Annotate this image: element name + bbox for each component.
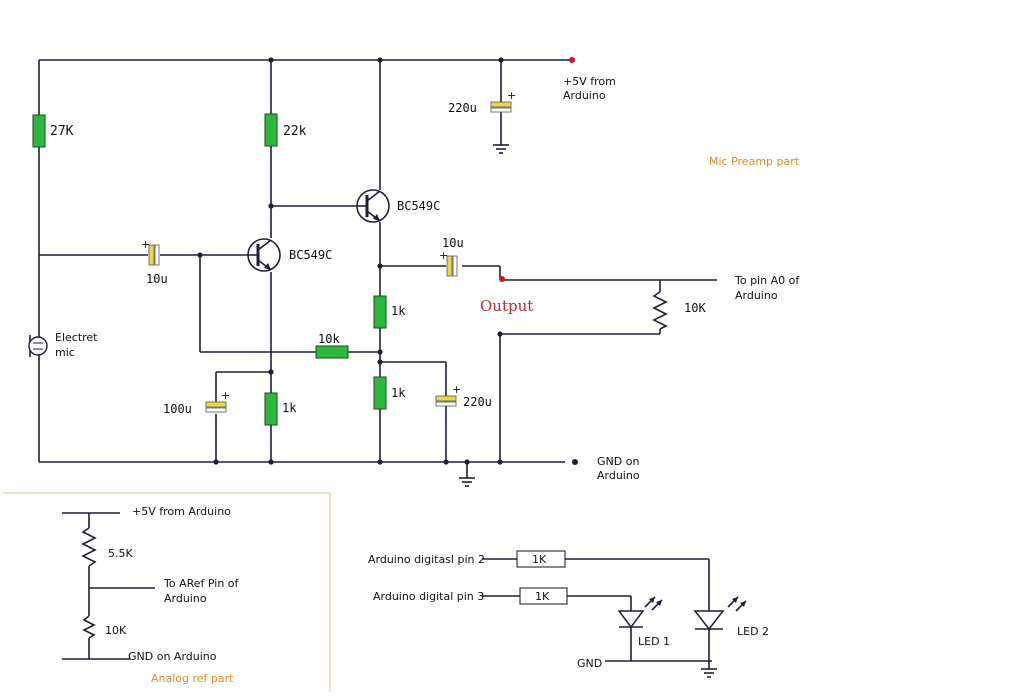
label-a0-line1: To pin A0 of xyxy=(734,274,800,287)
label-cap-100u: 100u xyxy=(163,402,192,416)
label-mic-line1: Electret xyxy=(55,331,98,344)
cap-bypass-220u: + xyxy=(435,383,461,407)
cap-supply-220u: + xyxy=(490,89,516,113)
preamp-wires xyxy=(38,59,717,487)
r-q1-emitter-1k xyxy=(264,392,278,426)
svg-text:+: + xyxy=(507,89,516,102)
label-r-q1-emitter: 1k xyxy=(282,401,297,415)
led-1 xyxy=(617,596,663,629)
label-r-q2-emitter: 1k xyxy=(391,304,406,318)
r-q2-emitter-1k xyxy=(373,295,387,329)
label-vcc-line1: +5V from xyxy=(563,75,616,88)
led-gnd-label: GND xyxy=(577,657,602,670)
r-lower-1k xyxy=(373,376,387,410)
label-cap-input: 10u xyxy=(146,272,168,286)
label-gnd-line1: GND on xyxy=(597,455,639,468)
transistor-q2 xyxy=(356,189,390,223)
cap-output-10u: + xyxy=(439,249,458,277)
r-22k xyxy=(264,113,278,147)
label-cap-output: 10u xyxy=(442,236,464,250)
led-wires xyxy=(482,558,717,678)
aref-r-top-label: 5.5K xyxy=(108,547,133,560)
electret-mic xyxy=(28,335,48,357)
led-pin2-label: Arduino digitasl pin 2 xyxy=(368,553,485,566)
aref-wires xyxy=(62,512,155,660)
label-vcc-line2: Arduino xyxy=(563,89,606,102)
svg-text:+: + xyxy=(221,389,230,402)
led-r2 xyxy=(519,587,568,605)
label-a0-line2: Arduino xyxy=(735,289,778,302)
aref-vcc-label: +5V from Arduino xyxy=(132,505,231,518)
cap-input-10u: + xyxy=(141,238,160,266)
aref-pin-label-line1: To ARef Pin of xyxy=(163,577,240,590)
label-q2: BC549C xyxy=(397,199,440,213)
led-pin3-label: Arduino digital pin 3 xyxy=(373,590,484,603)
svg-text:+: + xyxy=(141,238,150,251)
aref-gnd-label: GND on Arduino xyxy=(128,650,217,663)
label-q1: BC549C xyxy=(289,248,332,262)
aref-pin-label-line2: Arduino xyxy=(164,592,207,605)
led2-label: LED 2 xyxy=(737,625,769,638)
svg-text:+: + xyxy=(452,383,461,396)
led-r1-label: 1K xyxy=(532,553,547,566)
led1-label: LED 1 xyxy=(638,635,670,648)
cap-bypass-100u: + xyxy=(205,389,230,413)
label-r-feedback: 10k xyxy=(318,332,340,346)
aref-frame xyxy=(3,492,331,692)
led-2 xyxy=(693,596,747,631)
label-r-27k: 27K xyxy=(50,124,74,139)
led-r2-label: 1K xyxy=(535,590,550,603)
r-feedback-10k xyxy=(315,345,349,359)
led-r1 xyxy=(516,550,566,568)
label-output: Output xyxy=(480,297,533,315)
label-r-load: 10K xyxy=(684,301,706,315)
svg-text:+: + xyxy=(439,249,448,262)
transistor-q1 xyxy=(247,238,281,272)
label-r-lower: 1k xyxy=(391,386,406,400)
r-27k xyxy=(32,114,46,148)
aref-r-bottom-label: 10K xyxy=(105,624,127,637)
label-r-22k: 22k xyxy=(283,124,307,139)
label-section-preamp: Mic Preamp part xyxy=(709,155,800,168)
label-cap-220u-lower: 220u xyxy=(463,395,492,409)
label-mic-line2: mic xyxy=(55,346,75,359)
label-section-aref: Analog ref part xyxy=(151,672,234,685)
label-gnd-line2: Arduino xyxy=(597,469,640,482)
junction-dots xyxy=(197,57,578,465)
label-cap-supply: 220u xyxy=(448,101,477,115)
